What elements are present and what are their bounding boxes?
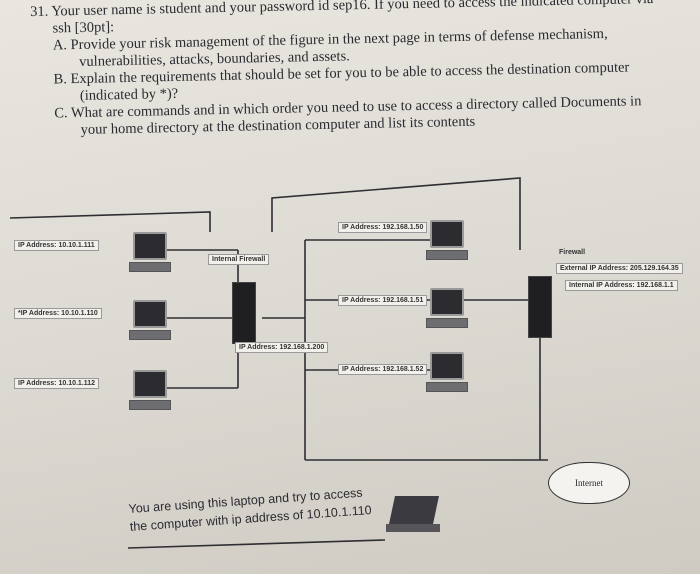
left-pc-2-ip-label: *IP Address: 10.10.1.110 bbox=[14, 308, 102, 319]
desktop-base-icon bbox=[129, 262, 171, 272]
external-ip-label: External IP Address: 205.129.164.35 bbox=[556, 263, 683, 274]
internet-cloud-icon: Internet bbox=[548, 462, 630, 504]
monitor-icon bbox=[430, 352, 464, 380]
left-pc-3-ip-label: IP Address: 10.10.1.112 bbox=[14, 378, 100, 389]
desktop-base-icon bbox=[426, 318, 468, 328]
monitor-icon bbox=[430, 288, 464, 316]
desktop-base-icon bbox=[129, 330, 171, 340]
mid-pc-1-ip-label: IP Address: 192.168.1.50 bbox=[338, 222, 428, 233]
mid-pc-3-ip-label: IP Address: 192.168.1.52 bbox=[338, 364, 428, 375]
firewall-icon bbox=[528, 276, 552, 338]
internet-label: Internet bbox=[575, 478, 603, 488]
desktop-base-icon bbox=[426, 250, 468, 260]
left-pc-1-ip-label: IP Address: 10.10.1.111 bbox=[14, 240, 99, 251]
desktop-base-icon bbox=[426, 382, 468, 392]
internal-firewall-ip-label: IP Address: 192.168.1.200 bbox=[235, 342, 329, 353]
internal-firewall-icon bbox=[232, 282, 256, 344]
monitor-icon bbox=[133, 232, 167, 260]
mid-pc-2-ip-label: IP Address: 192.168.1.51 bbox=[338, 295, 428, 306]
internal-ip-label: Internal IP Address: 192.168.1.1 bbox=[565, 280, 678, 291]
desktop-base-icon bbox=[129, 400, 171, 410]
monitor-icon bbox=[133, 370, 167, 398]
internal-firewall-label: Internal Firewall bbox=[208, 254, 270, 265]
monitor-icon bbox=[133, 300, 167, 328]
firewall-label: Firewall bbox=[559, 249, 586, 256]
monitor-icon bbox=[430, 220, 464, 248]
